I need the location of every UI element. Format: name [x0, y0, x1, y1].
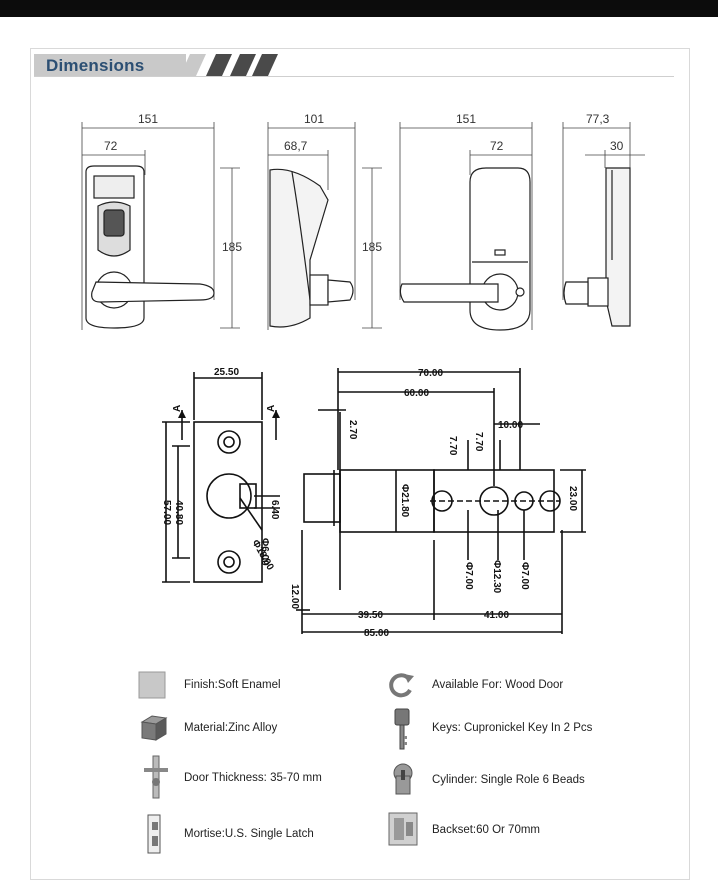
- spec-finish: Finish:Soft Enamel: [184, 679, 281, 691]
- spec-material: Material:Zinc Alloy: [184, 722, 278, 734]
- dim-label-70: 70.00: [418, 368, 443, 379]
- dim-view2-width: 101: [304, 112, 325, 126]
- key-icon: [394, 708, 410, 750]
- dim-label-25-50: 25.50: [214, 367, 239, 378]
- dim-view1-width: 151: [138, 112, 159, 126]
- cylinder-icon: [393, 763, 413, 795]
- dim-label-7b: Φ7.00: [519, 562, 530, 590]
- latch-technical-drawing: 40.80 57.00 6.40 Φ6.00 Φ18.00 2.70 7.70 …: [161, 367, 586, 639]
- dim-view4-offset: 30: [610, 139, 624, 153]
- header-band: [34, 54, 186, 76]
- dim-label-41: 41.00: [484, 610, 509, 621]
- section-marker-right: A: [266, 405, 277, 412]
- dim-label-12: 12.00: [289, 584, 300, 609]
- dim-view2-offset: 68,7: [284, 139, 308, 153]
- dim-view3-offset: 72: [490, 139, 504, 153]
- dim-label-7-70b: 7.70: [473, 432, 484, 452]
- spec-door-thickness: Door Thickness: 35-70 mm: [184, 772, 322, 784]
- dim-view3-width: 151: [456, 112, 477, 126]
- dim-label-2-70: 2.70: [347, 420, 358, 440]
- spec-mortise: Mortise:U.S. Single Latch: [184, 828, 314, 840]
- spec-keys: Keys: Cupronickel Key In 2 Pcs: [432, 722, 593, 734]
- dim-view3-height: 185: [362, 240, 383, 254]
- material-cube-icon: [140, 715, 168, 741]
- wood-door-icon: [389, 673, 414, 698]
- dim-view4-width: 77,3: [586, 112, 610, 126]
- mortise-icon: [147, 814, 161, 854]
- backset-icon: [388, 812, 418, 846]
- spec-backset: Backset:60 Or 70mm: [432, 824, 541, 836]
- dim-view1-offset: 72: [104, 139, 118, 153]
- dim-label-60: 60.00: [404, 388, 429, 399]
- dim-view1-height: 185: [222, 240, 243, 254]
- dim-label-10: 10.00: [498, 420, 523, 431]
- dim-label-7-70a: 7.70: [447, 436, 458, 456]
- dim-label-23: 23.00: [567, 486, 578, 511]
- dim-label-7a: Φ7.00: [463, 562, 474, 590]
- dim-label-6-40: 6.40: [269, 500, 280, 520]
- dim-label-39-50: 39.50: [358, 610, 383, 621]
- header-rule: [34, 76, 674, 77]
- section-title: Dimensions: [46, 56, 145, 75]
- header-stripes: [180, 54, 278, 76]
- dim-label-12-30: Φ12.30: [491, 560, 502, 594]
- section-marker-left: A: [172, 405, 183, 412]
- dim-label-21-80: Φ21.80: [399, 484, 410, 518]
- finish-swatch-icon: [138, 671, 166, 699]
- dim-label-85: 85.00: [364, 628, 389, 639]
- dim-label-40-80: 40.80: [173, 500, 184, 525]
- door-thickness-icon: [144, 755, 168, 799]
- spec-cylinder: Cylinder: Single Role 6 Beads: [432, 774, 585, 786]
- dim-label-57: 57.00: [161, 500, 172, 525]
- spec-wood-door: Available For: Wood Door: [432, 679, 564, 691]
- dim-label-6: Φ6.00: [259, 538, 270, 566]
- top-bar: [0, 0, 718, 17]
- lock-views-drawing: [81, 122, 645, 331]
